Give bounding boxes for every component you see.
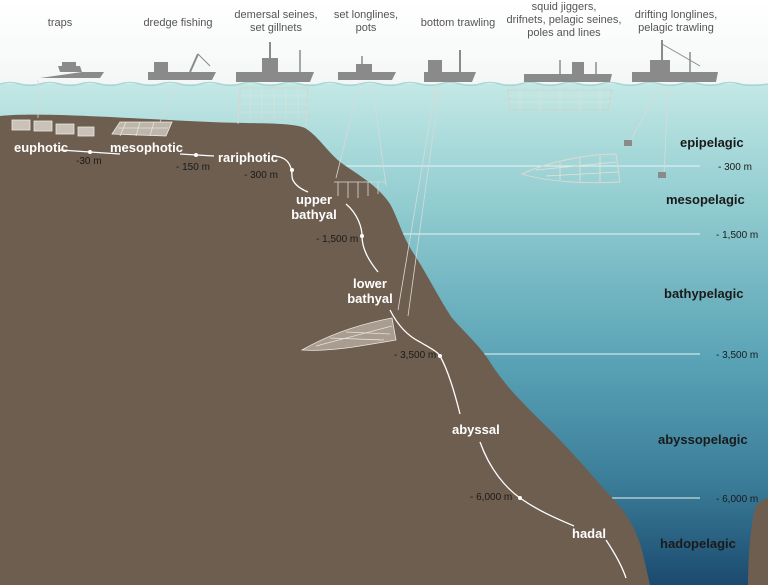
boat-trawler bbox=[424, 50, 476, 82]
gear-label-demersal: demersal seines,set gillnets bbox=[234, 9, 317, 34]
gear-label-drifting: drifting longlines,pelagic trawling bbox=[635, 9, 718, 34]
sea-surface bbox=[0, 81, 768, 87]
zone-abyssal: abyssal bbox=[452, 422, 500, 437]
boat-squid bbox=[524, 60, 612, 82]
trap-cages bbox=[11, 80, 95, 137]
boat-drifting bbox=[632, 40, 718, 82]
gear-label-squid: squid jiggers,drifnets, pelagic seines,p… bbox=[507, 1, 622, 39]
pelagic-bathypelagic: bathypelagic bbox=[664, 286, 743, 301]
set-longline bbox=[334, 81, 387, 198]
pelagic-depth-1500: - 1,500 m bbox=[716, 230, 758, 241]
gear-label-traps: traps bbox=[48, 17, 73, 29]
pelagic-depth-labels: - 300 m - 1,500 m - 3,500 m - 6,000 m bbox=[716, 162, 758, 505]
benthic-depth-150: - 150 m bbox=[176, 162, 210, 173]
pelagic-hadopelagic: hadopelagic bbox=[660, 536, 736, 551]
zone-rariphotic: rariphotic bbox=[218, 150, 278, 165]
benthic-depth-1500: - 1,500 m bbox=[316, 234, 358, 245]
pelagic-depth-6000: - 6,000 m bbox=[716, 494, 758, 505]
zone-mesophotic: mesophotic bbox=[110, 140, 183, 155]
gear-label-dredge: dredge fishing bbox=[143, 17, 212, 29]
bottom-trawl bbox=[300, 83, 441, 351]
pelagic-epipelagic: epipelagic bbox=[680, 135, 744, 150]
zone-hadal: hadal bbox=[572, 526, 606, 541]
gear-label-longlines: set longlines,pots bbox=[334, 9, 398, 34]
gear-label-trawling: bottom trawling bbox=[421, 17, 496, 29]
pelagic-mesopelagic: mesopelagic bbox=[666, 192, 745, 207]
zone-euphotic: euphotic bbox=[14, 140, 68, 155]
pelagic-zone-labels: epipelagic mesopelagic bathypelagic abys… bbox=[658, 135, 748, 551]
dredge-net bbox=[111, 81, 181, 137]
boat-demersal bbox=[236, 42, 314, 82]
benthic-depth-labels: -30 m - 150 m - 300 m - 1,500 m - 3,500 … bbox=[76, 156, 512, 503]
boat-longlines bbox=[338, 56, 396, 80]
sky bbox=[0, 0, 768, 86]
benthic-depth-30: -30 m bbox=[76, 156, 102, 167]
boat-dredge bbox=[148, 53, 216, 80]
gear-labels: traps dredge fishing demersal seines,set… bbox=[48, 1, 718, 39]
benthic-zone-path bbox=[59, 149, 627, 579]
fishing-boats bbox=[40, 40, 718, 82]
fishing-gear bbox=[11, 80, 669, 351]
pelagic-depth-300: - 300 m bbox=[718, 162, 752, 173]
trench-wall bbox=[748, 498, 768, 585]
pelagic-seine bbox=[507, 89, 613, 111]
pelagic-trawl bbox=[520, 83, 669, 184]
benthic-depth-3500: - 3,500 m bbox=[394, 350, 436, 361]
pelagic-abyssopelagic: abyssopelagic bbox=[658, 432, 748, 447]
gillnet bbox=[237, 85, 309, 127]
pelagic-depth-3500: - 3,500 m bbox=[716, 350, 758, 361]
benthic-depth-6000: - 6,000 m bbox=[470, 492, 512, 503]
pelagic-depth-lines bbox=[340, 165, 700, 499]
benthic-depth-300: - 300 m bbox=[244, 170, 278, 181]
boat-traps bbox=[40, 62, 104, 78]
